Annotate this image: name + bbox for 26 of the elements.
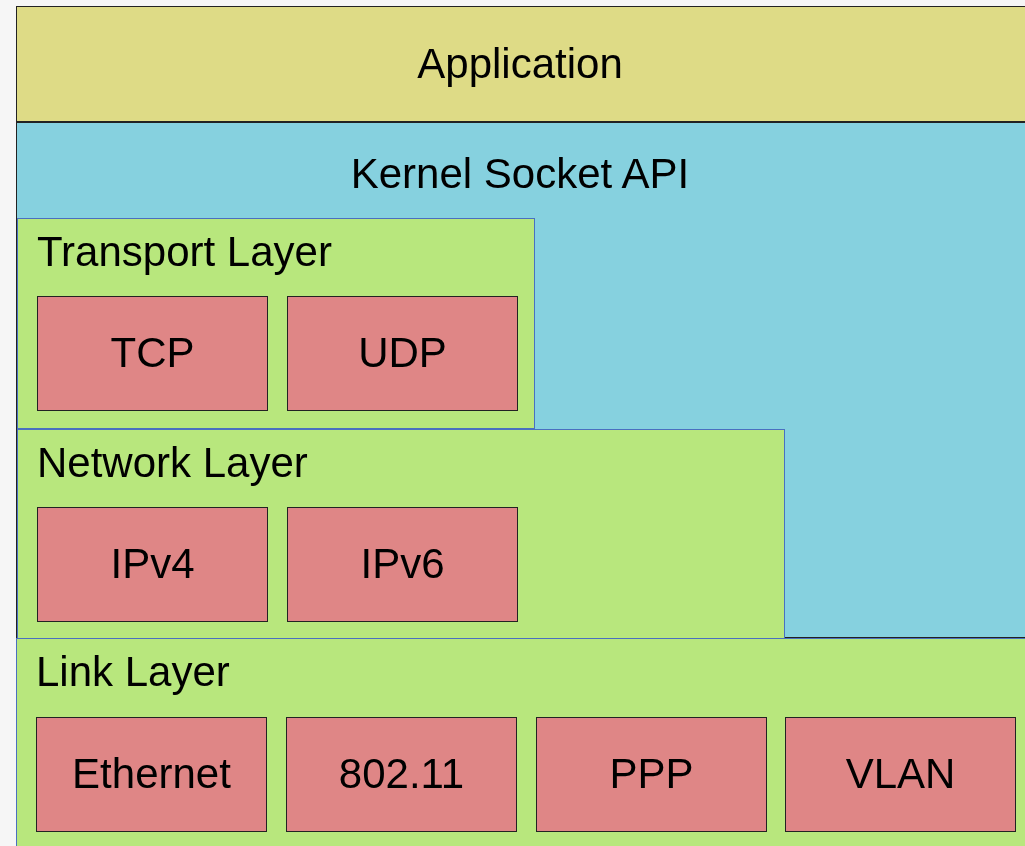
protocol-box bbox=[37, 296, 268, 411]
layer-title: IPv4 bbox=[110, 541, 195, 588]
application-band bbox=[16, 6, 1025, 122]
protocol-box bbox=[287, 507, 518, 622]
layer-title: Link Layer bbox=[36, 649, 230, 696]
layer-title: Application bbox=[417, 40, 623, 88]
layer-title: Transport Layer bbox=[37, 229, 332, 276]
protocol-box bbox=[286, 717, 517, 832]
layer-title: Ethernet bbox=[72, 751, 231, 798]
layer-panel bbox=[17, 429, 785, 639]
layer-title: PPP bbox=[609, 751, 694, 798]
protocol-box bbox=[36, 717, 267, 832]
layer-panel bbox=[17, 218, 535, 429]
layer-title: VLAN bbox=[845, 751, 956, 798]
layer-title: TCP bbox=[110, 330, 195, 377]
layer-panel bbox=[16, 638, 1025, 846]
layer-title: IPv6 bbox=[360, 541, 445, 588]
layer-title: Network Layer bbox=[37, 440, 308, 487]
api-region bbox=[16, 122, 1025, 638]
protocol-box bbox=[785, 717, 1016, 832]
protocol-box bbox=[536, 717, 767, 832]
layer-title: 802.11 bbox=[338, 751, 465, 798]
protocol-box bbox=[37, 507, 268, 622]
layer-title: UDP bbox=[358, 330, 447, 377]
layer-title: Kernel Socket API bbox=[350, 151, 690, 198]
protocol-box bbox=[287, 296, 518, 411]
